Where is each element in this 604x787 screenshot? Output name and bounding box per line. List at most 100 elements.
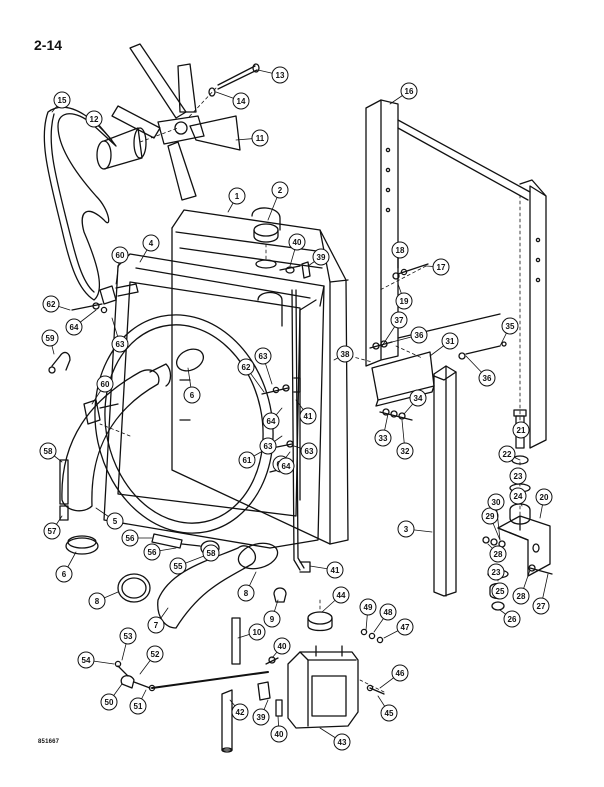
callout-circle: [270, 725, 288, 743]
page-number: 2-14: [34, 37, 63, 53]
callout-number: 15: [58, 96, 67, 105]
callout-number: 59: [46, 334, 55, 343]
hose-10: [231, 617, 241, 665]
callout-circle: [271, 181, 289, 199]
bolts-27-28: [528, 564, 553, 575]
callout-number: 40: [293, 238, 302, 247]
callout-number: 54: [82, 656, 91, 665]
bolt-21: [513, 409, 527, 449]
callout-number: 18: [396, 246, 405, 255]
callout-circle: [53, 91, 71, 109]
callout-circle: [396, 618, 414, 636]
callout-circle: [487, 493, 505, 511]
callout-circle: [259, 437, 277, 455]
coolant-tank: [287, 645, 359, 729]
fan-belt: [43, 106, 117, 301]
callout-circle: [106, 512, 124, 530]
mount-bracket-20: [497, 515, 551, 577]
callout-number: 45: [385, 709, 394, 718]
callout-number: 19: [400, 297, 409, 306]
callout-number: 60: [116, 251, 125, 260]
callout-circle: [251, 129, 269, 147]
callout-circle: [397, 520, 415, 538]
callout-number: 2: [278, 186, 283, 195]
callout-number: 25: [496, 587, 505, 596]
hose-clamps: [65, 348, 205, 555]
callout-circle: [501, 317, 519, 335]
callout-circle: [532, 597, 550, 615]
callout-circle: [39, 442, 57, 460]
callout-circle: [147, 616, 165, 634]
left-bolts: [71, 302, 108, 314]
callout-number: 50: [105, 698, 114, 707]
callout-circle: [111, 335, 129, 353]
drain-valve-59: [48, 351, 71, 374]
assembly-lines: [99, 87, 521, 693]
callout-circle: [379, 603, 397, 621]
callout-circle: [202, 544, 220, 562]
callout-circle: [183, 386, 201, 404]
washers-28-30: [482, 536, 506, 548]
callout-circle: [55, 565, 73, 583]
callout-number: 28: [494, 550, 503, 559]
bolts-35-36: [458, 341, 507, 360]
callout-number: 48: [384, 608, 393, 617]
reference-code: 851667: [38, 739, 60, 745]
tank-fittings: [257, 656, 283, 717]
petcock: [114, 660, 269, 692]
callout-number: 64: [282, 462, 291, 471]
callout-number: 44: [337, 591, 346, 600]
callout-number: 20: [540, 493, 549, 502]
callout-number: 8: [244, 589, 249, 598]
callout-number: 4: [149, 239, 154, 248]
callout-number: 35: [506, 322, 515, 331]
callout-number: 40: [278, 642, 287, 651]
callout-number: 23: [514, 472, 523, 481]
callout-number: 3: [404, 525, 409, 534]
callout-number: 12: [90, 115, 99, 124]
fan-spacer: [96, 127, 147, 170]
callout-number: 62: [47, 300, 56, 309]
callout-circle: [326, 561, 344, 579]
lower-hose: [61, 363, 172, 512]
callout-circle: [65, 318, 83, 336]
callout-number: 63: [264, 442, 273, 451]
callout-circle: [300, 442, 318, 460]
upper-hose: [157, 545, 257, 629]
callout-circle: [396, 442, 414, 460]
callout-circle: [237, 584, 255, 602]
callout-number: 60: [101, 380, 110, 389]
callout-number: 39: [257, 713, 266, 722]
callout-number: 22: [503, 450, 512, 459]
callout-bubbles: 1234566788910111213141516171819202122232…: [39, 66, 553, 751]
callout-number: 36: [483, 374, 492, 383]
callout-circle: [77, 651, 95, 669]
callout-number: 40: [275, 730, 284, 739]
callout-circle: [489, 545, 507, 563]
callout-circle: [410, 326, 428, 344]
callout-circle: [146, 645, 164, 663]
callout-circle: [400, 82, 418, 100]
callout-number: 37: [395, 316, 404, 325]
callout-circle: [143, 543, 161, 561]
callout-number: 32: [401, 447, 410, 456]
callout-circle: [391, 241, 409, 259]
callout-number: 39: [317, 253, 326, 262]
callout-circle: [96, 375, 114, 393]
callout-circle: [262, 412, 280, 430]
callout-circle: [41, 329, 59, 347]
callout-number: 24: [514, 492, 523, 501]
callout-circle: [231, 703, 249, 721]
callout-number: 30: [492, 498, 501, 507]
callout-circle: [333, 733, 351, 751]
callout-number: 5: [113, 517, 118, 526]
callout-number: 27: [537, 602, 546, 611]
callout-circle: [277, 457, 295, 475]
callout-number: 6: [62, 570, 67, 579]
callout-circle: [498, 445, 516, 463]
radiator-cap: [253, 223, 279, 243]
callout-number: 51: [134, 702, 143, 711]
callout-number: 57: [48, 527, 57, 536]
callout-circle: [248, 623, 266, 641]
